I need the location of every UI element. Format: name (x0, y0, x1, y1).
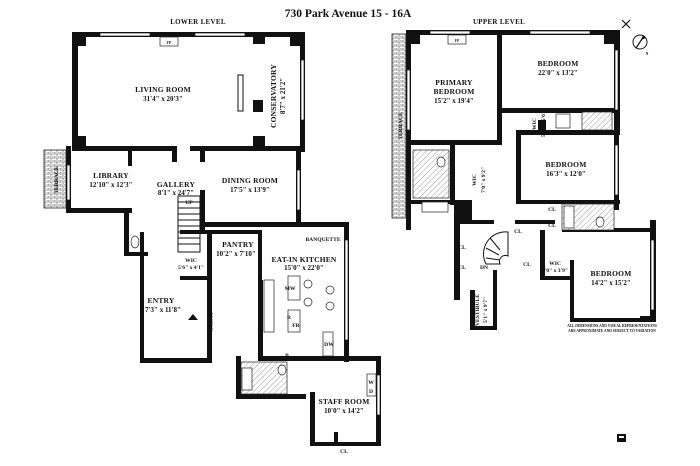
upper-terrace (391, 33, 407, 219)
powder-toilet (130, 235, 140, 249)
living-fireplace-label: FP (167, 41, 172, 45)
upper-closet-2: CL (458, 245, 466, 251)
washer-label: W (368, 380, 374, 386)
disclaimer-line-1: ALL DIMENSIONS AND VISUAL REPRESENTATION… (567, 324, 657, 328)
lower-level-header: LOWER LEVEL (170, 18, 226, 26)
conservatory-dims: 8'7" x 21'2" (279, 78, 287, 114)
upper-closet-3: CL (458, 265, 466, 271)
banquette-label: BANQUETTE (305, 237, 340, 243)
bedroom1-dims: 22'0" x 13'2" (538, 69, 578, 77)
lower-stair-up-label: UP (185, 200, 193, 206)
library-name: LIBRARY (93, 171, 129, 180)
pantry-dims: 10'2" x 7'10" (216, 250, 256, 258)
upper-stair-down-label: DN (480, 265, 488, 271)
living-room-dims: 31'4" x 20'3" (143, 95, 183, 103)
staff-room-dims: 10'0" x 14'2" (324, 407, 364, 415)
bedroom3-wic-name: WIC (549, 261, 561, 267)
lower-wic-name: WIC (185, 258, 197, 264)
primary-bedroom-dims: 15'2" x 19'4" (434, 97, 474, 105)
staff-closet-label: CL (340, 449, 348, 455)
bedroom1-name: BEDROOM (538, 59, 579, 68)
refrigerator-label: R (287, 315, 292, 321)
bedroom1-wic-dims: 5'3" x 5'6" (541, 111, 547, 137)
lower-level-windows (66, 32, 381, 416)
entry-arrow-icon (188, 314, 198, 320)
vestibule-dims: 5'1" x 9'7" (483, 297, 489, 323)
bedroom3-tub (563, 205, 575, 229)
lower-wic-dims: 5'6" x 4'1" (178, 265, 204, 271)
upper-terrace-label: TERRACE (398, 112, 404, 140)
primary-wic-name: WIC (472, 174, 478, 186)
staff-toilet (277, 364, 287, 376)
logo-mark-icon (617, 434, 626, 442)
primary-fireplace (447, 34, 467, 45)
entry-marker-label: ENTRY (207, 312, 213, 331)
bedroom3-dims: 14'2" x 15'2" (591, 279, 631, 287)
primary-bedroom-name-2: BEDROOM (434, 87, 475, 96)
bedroom3-wic-dims: 6'0" x 3'9" (542, 268, 568, 274)
dishwasher-label: DW (324, 342, 334, 348)
lower-staircase (177, 195, 201, 253)
upper-closet-4: CL (523, 262, 531, 268)
vestibule-name: VESTIBULE (475, 294, 481, 326)
upper-closet-6: CL (548, 207, 556, 213)
primary-wic-dims: 7'0" x 9'2" (481, 167, 487, 193)
compass-icon (621, 19, 648, 50)
living-fireplace (159, 36, 179, 47)
upper-staircase (483, 231, 509, 265)
lower-terrace (43, 149, 67, 209)
gallery-dims: 8'1" x 24'7" (158, 189, 194, 197)
upper-level-labels: PRIMARY BEDROOM 15'2" x 19'4" BEDROOM 22… (434, 59, 632, 326)
bedroom3-name: BEDROOM (591, 269, 632, 278)
microwave-label: MW (285, 286, 296, 292)
primary-bath-floor (412, 149, 450, 199)
bedroom2-dims: 16'3" x 12'0" (546, 170, 586, 178)
upper-closet-1: CL (461, 207, 469, 213)
conservatory-name: CONSERVATORY (269, 64, 278, 128)
entry-name: ENTRY (148, 296, 175, 305)
gallery-name: GALLERY (157, 180, 196, 189)
primary-toilet (436, 156, 446, 168)
living-room-name: LIVING ROOM (135, 85, 191, 94)
disclaimer-line-2: ARE APPROXIMATE AND SUBJECT TO VARIATION (568, 329, 656, 333)
kitchen-name: EAT-IN KITCHEN (271, 255, 336, 264)
bedroom2-name: BEDROOM (546, 160, 587, 169)
bedroom1-wic-name: WIC (532, 118, 538, 130)
dining-room-name: DINING ROOM (222, 176, 278, 185)
bedroom1-bath-floor (581, 111, 613, 131)
library-dims: 12'10" x 12'3" (89, 181, 132, 189)
staff-shower (241, 367, 253, 391)
dryer-label: D (369, 389, 373, 395)
staff-room-name: STAFF ROOM (319, 397, 370, 406)
kitchen-fixtures (263, 275, 335, 357)
plan-title: 730 Park Avenue 15 - 16A (285, 8, 412, 20)
pantry-name: PANTRY (222, 240, 254, 249)
primary-bedroom-name-1: PRIMARY (435, 78, 473, 87)
entry-dims: 7'3" x 11'8" (145, 306, 181, 314)
primary-tub (421, 201, 449, 213)
primary-fireplace-label: FP (455, 39, 460, 43)
upper-closet-7: CL (548, 223, 556, 229)
upper-closet-5: CL (514, 229, 522, 235)
kitchen-dims: 15'0" x 22'0" (284, 264, 324, 272)
lower-level-labels: LIVING ROOM 31'4" x 20'3" CONSERVATORY 8… (89, 64, 374, 455)
upper-level-header: UPPER LEVEL (473, 18, 525, 26)
washer-dryer (366, 373, 377, 397)
boiler-label: B (285, 353, 289, 359)
bedroom1-shower (555, 113, 571, 129)
conservatory-bench (237, 74, 244, 112)
compass-north-label: N (646, 52, 649, 56)
freezer-label: FR (292, 323, 300, 329)
bedroom3-toilet (595, 216, 605, 228)
lower-terrace-label: TERRACE (54, 166, 60, 194)
upper-level-windows (406, 30, 655, 311)
dining-room-dims: 17'5" x 13'9" (230, 186, 270, 194)
